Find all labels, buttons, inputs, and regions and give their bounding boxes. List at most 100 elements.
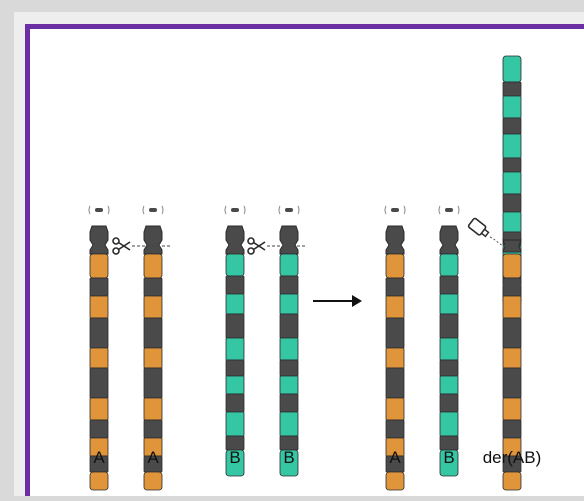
- chromosome-band: [143, 347, 163, 369]
- chromosome-band: [502, 55, 522, 83]
- chromosome-band: [502, 117, 522, 135]
- chromosome-satellite: [88, 205, 110, 215]
- chromosome-band: [143, 419, 163, 439]
- chromosome-p-arm: [279, 225, 299, 255]
- chromosome-band: [385, 277, 405, 297]
- chromosome-band: [143, 317, 163, 349]
- chromosome-band: [89, 253, 109, 279]
- chromosome-band: [279, 275, 299, 295]
- chromosome-band: [279, 313, 299, 339]
- glue-tube-icon: [467, 217, 490, 238]
- chromosome-band: [502, 95, 522, 119]
- chromosome-band: [502, 277, 522, 297]
- chromosome-band: [89, 419, 109, 439]
- chromosome-band: [225, 253, 245, 277]
- chromosome-band: [143, 277, 163, 297]
- chromosome-band: [439, 313, 459, 339]
- chromosome-p-arm: [385, 225, 405, 255]
- chromosome-p-arm: [439, 225, 459, 255]
- chromosome-band: [439, 253, 459, 277]
- satellite-body: [285, 208, 293, 212]
- der-chromosome-a-segment: [502, 253, 522, 491]
- satellite-stalk: [438, 205, 460, 215]
- chromosome-band: [502, 471, 522, 491]
- der-chromosome-junction: [502, 239, 522, 253]
- p-arm-shape: [385, 225, 405, 255]
- chromosome-band: [502, 367, 522, 399]
- chromosome-band: [89, 317, 109, 349]
- chromosome-band: [143, 295, 163, 319]
- p-arm-shape: [225, 225, 245, 255]
- right-arrow-icon: [313, 295, 362, 307]
- label-b-1: B: [229, 448, 240, 467]
- chromosome-band: [89, 397, 109, 421]
- chromosome-band: [89, 277, 109, 297]
- chromosome-band: [439, 411, 459, 437]
- label-der-ab: der(AB): [483, 448, 542, 467]
- chromosome-band: [279, 411, 299, 437]
- chromosome-satellite: [278, 205, 300, 215]
- chromosome-satellite: [438, 205, 460, 215]
- chromosome-band: [143, 471, 163, 491]
- purple-border-top: [25, 24, 584, 29]
- chromosome-q-arm: [225, 253, 245, 477]
- label-b-result: B: [443, 448, 454, 467]
- chromosome-band: [225, 275, 245, 295]
- chromosome-band: [225, 411, 245, 437]
- chromosome-band: [502, 347, 522, 369]
- chromosome-satellite: [142, 205, 164, 215]
- satellite-body: [391, 208, 399, 212]
- chromosome-band: [502, 157, 522, 173]
- chromosome-band: [502, 81, 522, 97]
- p-arm-shape: [89, 225, 109, 255]
- satellite-stalk: [384, 205, 406, 215]
- chromosome-band: [385, 295, 405, 319]
- satellite-stalk: [142, 205, 164, 215]
- chromosome-band: [143, 253, 163, 279]
- p-arm-shape: [143, 225, 163, 255]
- chromosome-band: [279, 375, 299, 395]
- satellite-stalk: [88, 205, 110, 215]
- chromosome-q-arm: [143, 253, 163, 491]
- glue-trail: [489, 236, 507, 247]
- chromosome-band: [439, 337, 459, 361]
- label-a-1: A: [93, 448, 105, 467]
- satellite-body: [149, 208, 157, 212]
- chromosome-p-arm: [89, 225, 109, 255]
- chromosome-band: [439, 375, 459, 395]
- chromosome-band: [439, 293, 459, 315]
- chromosome-satellite: [224, 205, 246, 215]
- chromosome-band: [225, 313, 245, 339]
- chromosome-band: [502, 193, 522, 213]
- chromosome-band: [385, 317, 405, 349]
- chromosome-band: [502, 295, 522, 319]
- satellite-body: [95, 208, 103, 212]
- chromosome-band: [89, 471, 109, 491]
- chromosome-band: [279, 359, 299, 377]
- chromosome-band: [439, 359, 459, 377]
- chromosome-band: [385, 347, 405, 369]
- chromosome-band: [225, 375, 245, 395]
- purple-border-left: [25, 24, 30, 496]
- chromosome-band: [385, 253, 405, 279]
- chromosome-band: [502, 397, 522, 421]
- chromosome-band: [439, 393, 459, 413]
- chromosome-group: [88, 55, 522, 491]
- chromosome-band: [502, 253, 522, 279]
- chromosome-p-arm: [225, 225, 245, 255]
- chromosome-q-arm: [279, 253, 299, 477]
- chromosome-band: [502, 171, 522, 195]
- scissors-icon: [247, 237, 266, 255]
- chromosome-band: [89, 347, 109, 369]
- chromosome-band: [385, 419, 405, 439]
- chromosome-band: [502, 419, 522, 439]
- chromosome-band: [279, 293, 299, 315]
- label-a-2: A: [147, 448, 159, 467]
- chromosome-band: [279, 393, 299, 413]
- chromosome-band: [502, 211, 522, 233]
- scissors-icon: [112, 237, 131, 255]
- chromosome-band: [502, 317, 522, 349]
- satellite-stalk: [224, 205, 246, 215]
